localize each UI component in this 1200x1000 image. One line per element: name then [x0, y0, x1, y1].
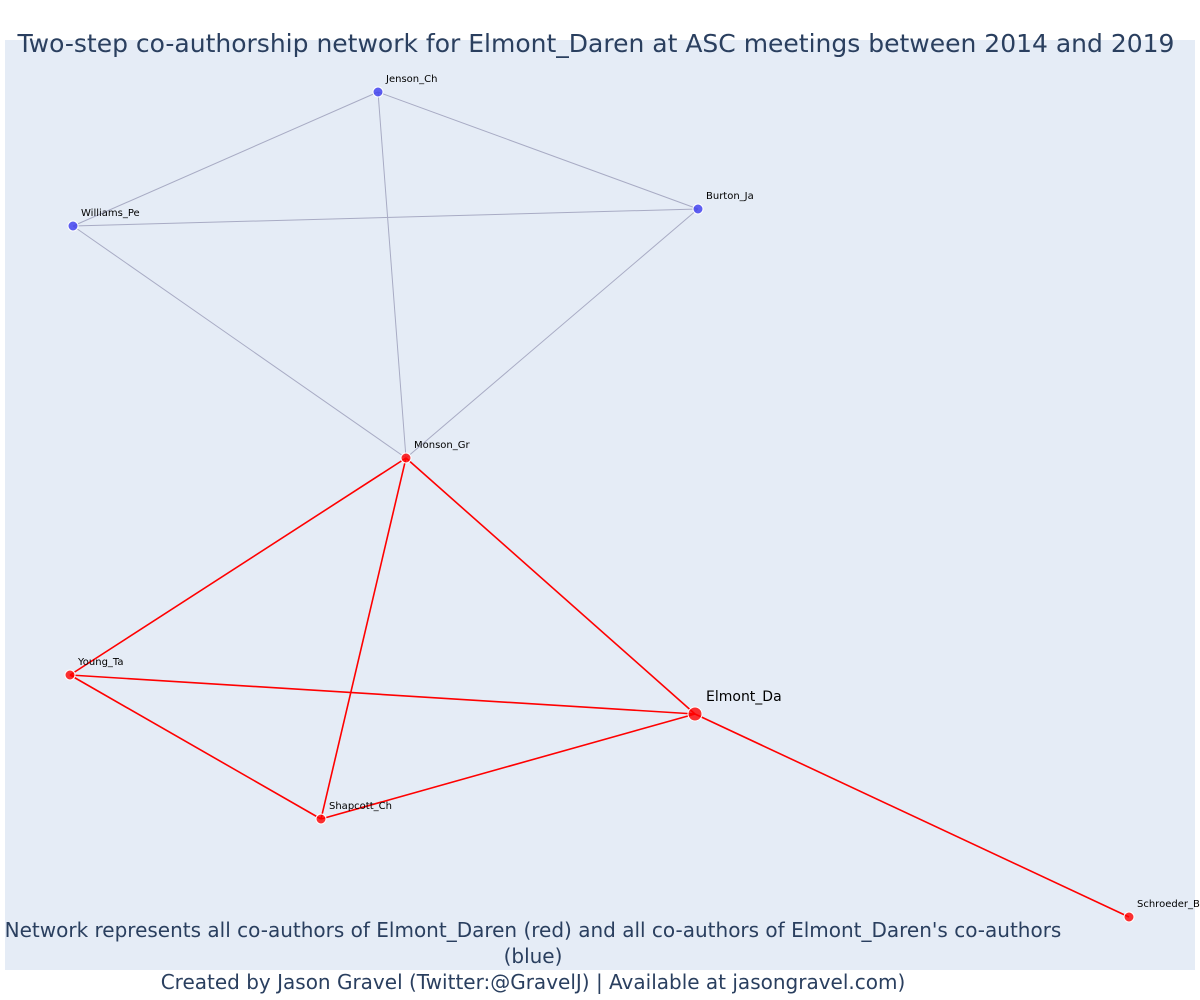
node-label-Shapcott_Ch: Shapcott_Ch [329, 801, 392, 812]
node-label-Elmont_Da: Elmont_Da [706, 689, 782, 705]
node-label-Monson_Gr: Monson_Gr [414, 440, 470, 451]
caption-line-2: Created by Jason Gravel (Twitter:@Gravel… [160, 970, 906, 994]
node-Young_Ta[interactable] [64, 669, 76, 681]
edge-Jenson_Ch-Burton_Ja [377, 91, 699, 210]
node-Elmont_Da[interactable] [687, 706, 703, 722]
node-label-Burton_Ja: Burton_Ja [706, 191, 754, 202]
edges-layer [69, 91, 1130, 918]
edge-Jenson_Ch-Williams_Pe [72, 91, 379, 227]
node-Monson_Gr[interactable] [400, 452, 412, 464]
labels-layer: Elmont_Da Monson_GrYoung_TaShapcott_ChSch… [77, 74, 1200, 910]
edge-Young_Ta-Shapcott_Ch [69, 674, 322, 820]
edge-Shapcott_Ch-Elmont_Da [320, 713, 696, 820]
edge-Monson_Gr-Elmont_Da [405, 457, 696, 715]
node-Shapcott_Ch[interactable] [315, 813, 327, 825]
edge-Elmont_Da-Schroeder_B [694, 713, 1130, 918]
edge-Monson_Gr-Shapcott_Ch [320, 457, 407, 820]
nodes-layer [64, 86, 1135, 923]
network-caption: Network represents all co-authors of Elm… [0, 917, 1066, 995]
node-Jenson_Ch[interactable] [372, 86, 384, 98]
node-label-Williams_Pe: Williams_Pe [81, 208, 140, 219]
edge-Burton_Ja-Monson_Gr [405, 208, 699, 459]
node-label-Jenson_Ch: Jenson_Ch [385, 74, 437, 85]
node-Williams_Pe[interactable] [67, 220, 79, 232]
edge-Monson_Gr-Young_Ta [69, 457, 407, 676]
network-plot-area [5, 40, 1195, 970]
edge-Williams_Pe-Monson_Gr [72, 225, 407, 459]
network-title: Two-step co-authorship network for Elmon… [17, 29, 1175, 58]
caption-line-1: Network represents all co-authors of Elm… [4, 918, 1062, 968]
edge-Jenson_Ch-Monson_Gr [377, 91, 407, 459]
node-label-Schroeder_B: Schroeder_B [1137, 899, 1200, 910]
node-Burton_Ja[interactable] [692, 203, 704, 215]
node-Schroeder_B[interactable] [1123, 911, 1135, 923]
edge-Young_Ta-Elmont_Da [69, 674, 696, 715]
node-label-Young_Ta: Young_Ta [77, 657, 124, 668]
edge-Williams_Pe-Burton_Ja [72, 208, 699, 227]
